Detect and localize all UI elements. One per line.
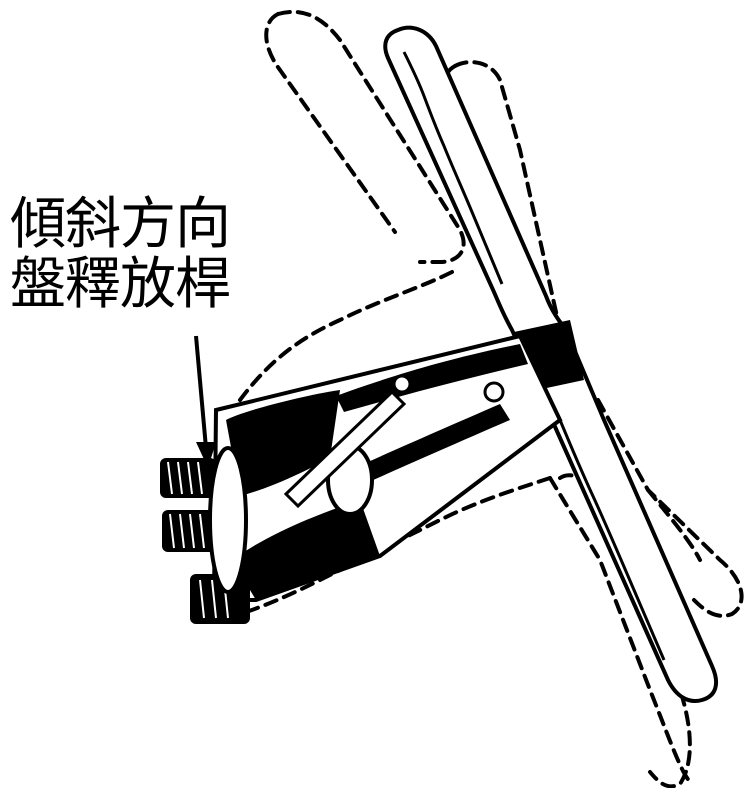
callout-label-line-2: 盤釋放桿 bbox=[10, 252, 231, 317]
steering-column-body bbox=[211, 333, 563, 602]
callout-arrow bbox=[194, 335, 216, 468]
callout-label-line-1: 傾斜方向 bbox=[10, 192, 231, 257]
column-end-rings bbox=[160, 446, 250, 624]
